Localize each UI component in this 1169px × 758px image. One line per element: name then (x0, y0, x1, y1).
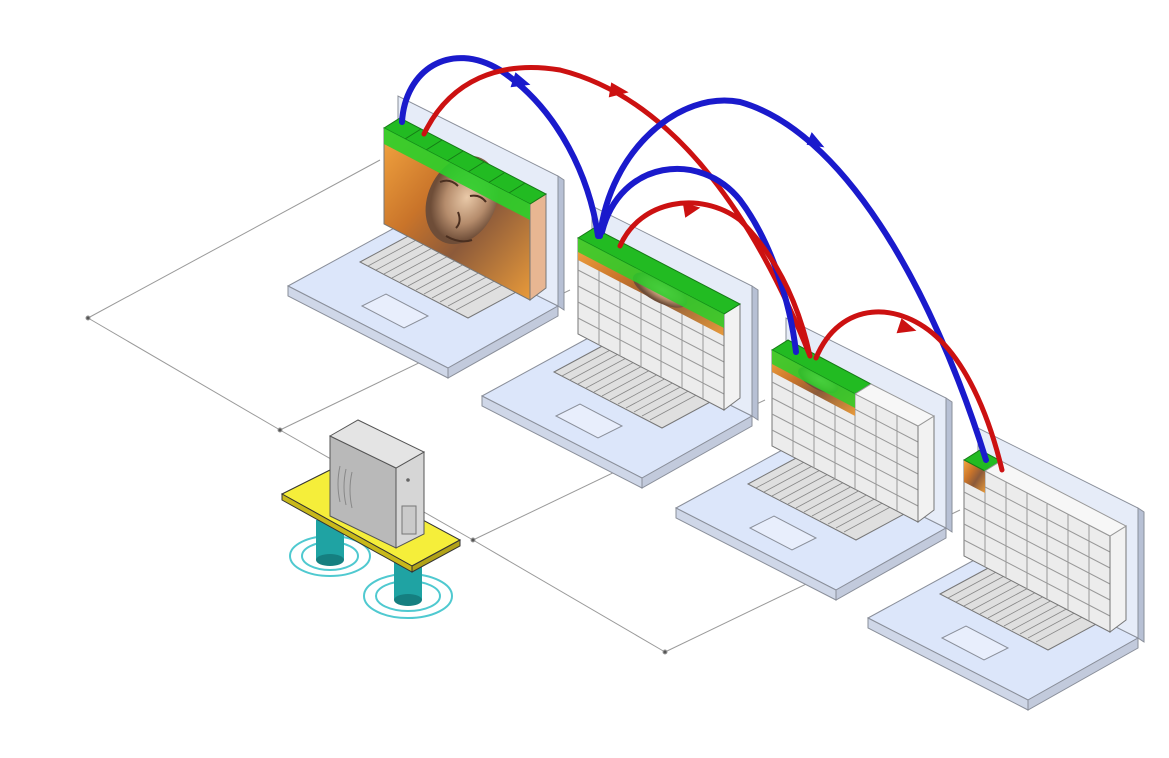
server-power-led (406, 478, 410, 482)
server-table-leg-base (316, 554, 344, 566)
laptop-lid-edge (558, 176, 564, 310)
server-table-leg-base (394, 594, 422, 606)
red-arrow-head (684, 204, 698, 216)
network-node (471, 538, 475, 542)
laptop-lid-edge (752, 286, 758, 420)
laptop-lid-edge (1138, 508, 1144, 642)
network-node (86, 316, 90, 320)
image-cube-side (1110, 526, 1126, 632)
laptop-lid-edge (946, 398, 952, 532)
image-cube-side (918, 416, 934, 522)
server-on-table (282, 420, 460, 618)
network-link (473, 540, 665, 652)
network-node (278, 428, 282, 432)
network-link (88, 318, 280, 430)
network-node (663, 650, 667, 654)
image-cube-side (530, 194, 546, 300)
blue-arrow-head (512, 74, 528, 86)
server-drive-bay (402, 506, 416, 534)
blue-arrow-head (808, 134, 822, 146)
laptop-1 (288, 96, 564, 378)
image-cube-side (724, 304, 740, 410)
